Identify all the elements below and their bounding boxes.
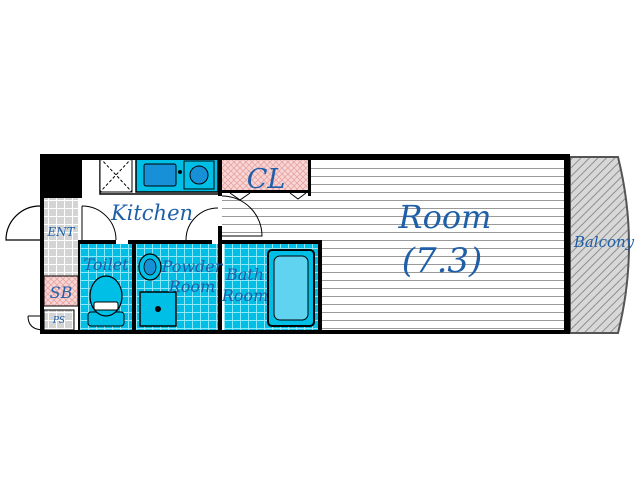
toilet-seat-detail [93, 301, 119, 311]
fridge-cross-icon [99, 157, 133, 193]
entrance-label: ENT [46, 225, 75, 239]
closet-floor-lines [222, 192, 312, 240]
washbasin-bowl [143, 258, 157, 276]
entrance-door-icon [5, 205, 41, 241]
kitchen-label: Kitchen [110, 201, 193, 225]
main-room-floor [310, 162, 568, 330]
washing-machine-drain-icon [155, 306, 161, 312]
balcony-area [569, 156, 630, 334]
bath-room-label-line2: Room [221, 286, 268, 305]
walls [40, 154, 570, 334]
powder-room-label-line2: Room [168, 277, 215, 296]
pipe-space-door-icon [27, 315, 45, 331]
closet-door-icon [229, 192, 307, 201]
bath-room-label-line1: Bath [225, 265, 264, 284]
toilet-label: Toilet [83, 255, 129, 274]
faucet-icon [178, 170, 182, 174]
bathtub-inner [273, 255, 309, 321]
closet-area [222, 158, 310, 192]
kitchen-door-arc-icon [81, 205, 117, 241]
powder-room-label-line1: Powder [161, 257, 224, 276]
shoe-box-label: SB [50, 283, 73, 302]
balcony-label: Balcony [573, 233, 635, 251]
main-room-label: Room [398, 198, 492, 236]
washing-machine-pan [139, 291, 177, 327]
room-door-arc-icon [221, 195, 263, 237]
powder-door-arc-icon [185, 207, 219, 241]
sink-basin [143, 163, 177, 187]
entrance-floor [44, 198, 78, 276]
stove-burner-icon [189, 165, 209, 185]
closet-label: CL [247, 164, 286, 195]
main-room-size: (7.3) [402, 241, 483, 281]
pipe-space-label: PS [52, 316, 65, 326]
